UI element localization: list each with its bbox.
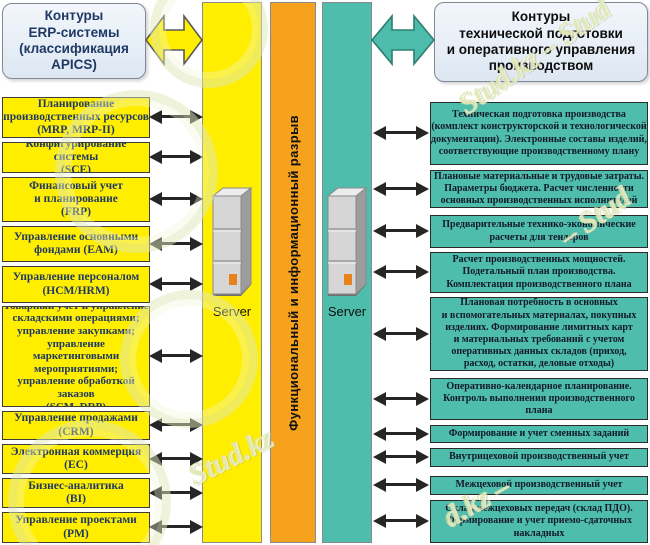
double-arrow-icon: [373, 450, 429, 464]
double-arrow-icon: [149, 418, 203, 432]
production-box-shift-tasks: Формирование и учет сменных заданий: [430, 425, 648, 443]
erp-module-box-scm: Товарный учет и управление складскими оп…: [2, 306, 150, 407]
production-box-materials: Плановая потребность в основных и вспомо…: [430, 297, 648, 371]
erp-module-box-sce: Конфигурирование системы (SCE): [2, 142, 150, 173]
double-arrow-icon: [149, 277, 203, 291]
erp-module-box-ec: Электронная коммерция (EC): [2, 444, 150, 474]
erp-module-box-eam: Управление основными фондами (EAM): [2, 226, 150, 262]
erp-module-box-frp: Финансовый учет и планирование (FRP): [2, 177, 150, 222]
production-title-double-arrow-icon: [370, 7, 436, 78]
double-arrow-icon: [373, 392, 429, 406]
production-box-tech-prep: Техническая подготовка производства (ком…: [430, 102, 648, 165]
erp-title-line: Контуры: [44, 8, 104, 24]
server-tower-icon: [323, 186, 371, 302]
double-arrow-icon: [149, 349, 203, 363]
production-box-scheduling: Оперативно-календарное планирование. Кон…: [430, 378, 648, 420]
gap-bar: Функциональный и информационный разрыв: [270, 2, 316, 543]
gap-bar-label: Функциональный и информационный разрыв: [285, 114, 301, 431]
erp-title-box: Контуры ERP-системы (классификация APICS…: [2, 3, 146, 79]
production-server-label: Server: [327, 304, 367, 319]
double-arrow-icon: [373, 265, 429, 279]
erp-module-box-hrm: Управление персоналом (HCM/HRM): [2, 266, 150, 303]
production-box-intrashop: Внутрицеховой производственный учет: [430, 448, 648, 467]
erp-title-line: APICS): [51, 57, 97, 73]
production-box-warehouse: Склад межцеховых передач (склад ПДО). Фо…: [430, 500, 648, 543]
erp-title-line: ERP-системы: [28, 24, 120, 40]
double-arrow-icon: [373, 182, 429, 196]
erp-module-box-crm: Управление продажами (CRM): [2, 411, 150, 440]
production-title-line: Контуры: [511, 9, 571, 25]
production-title-box: Контуры технической подготовки и операти…: [434, 2, 648, 82]
production-box-intershop: Межцеховой производственный учет: [430, 476, 648, 495]
production-box-capacity: Расчет производственных мощностей. Подет…: [430, 252, 648, 293]
double-arrow-icon: [373, 327, 429, 341]
erp-server-label: Server: [212, 304, 252, 319]
erp-module-box-pm: Управление проектами (PM): [2, 512, 150, 543]
production-box-plan-costs: Плановые материальные и трудовые затраты…: [430, 170, 648, 208]
production-box-tenders: Предварительные технико-экономические ра…: [430, 215, 648, 248]
double-arrow-icon: [373, 126, 429, 140]
double-arrow-icon: [149, 486, 203, 500]
double-arrow-icon: [149, 520, 203, 534]
double-arrow-icon: [373, 478, 429, 492]
double-arrow-icon: [373, 514, 429, 528]
double-arrow-icon: [373, 427, 429, 441]
erp-title-double-arrow-icon: [145, 7, 203, 78]
erp-module-box-bi: Бизнес-аналитика (BI): [2, 478, 150, 508]
double-arrow-icon: [373, 224, 429, 238]
production-title-line: технической подготовки: [459, 25, 623, 41]
erp-title-line: (классификация: [19, 41, 129, 56]
double-arrow-icon: [149, 150, 203, 164]
double-arrow-icon: [149, 110, 203, 124]
production-title-line: производством: [488, 58, 594, 74]
production-server: Server: [321, 184, 373, 319]
double-arrow-icon: [149, 452, 203, 466]
erp-server: Server: [206, 184, 258, 319]
production-title-line: и оперативного управления: [446, 42, 636, 57]
erp-module-box-mrp: Планирование производственных ресурсов (…: [2, 97, 150, 138]
double-arrow-icon: [149, 237, 203, 251]
server-tower-icon: [208, 186, 256, 302]
double-arrow-icon: [149, 192, 203, 206]
